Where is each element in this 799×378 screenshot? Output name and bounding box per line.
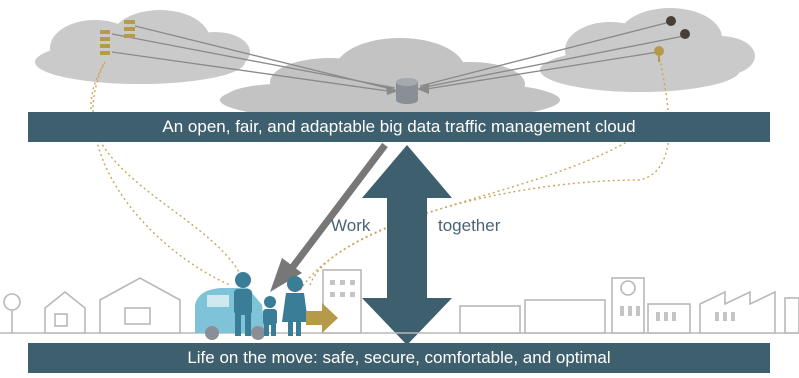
data-flow-dotted-paths xyxy=(90,59,670,291)
link-arrowhead-left xyxy=(386,85,398,95)
city-skyline-icon xyxy=(0,269,799,334)
down-arrow-gray xyxy=(270,142,388,292)
work-label: Work xyxy=(331,216,371,235)
together-label: together xyxy=(438,216,501,235)
work-together-arrow xyxy=(362,145,452,345)
cloud-right xyxy=(540,8,755,92)
cloud-banner-label: An open, fair, and adaptable big data tr… xyxy=(162,117,636,136)
family-icon xyxy=(234,272,308,336)
life-banner-bar xyxy=(28,343,770,373)
database-icon xyxy=(396,78,418,104)
link-arrowhead-right xyxy=(417,83,429,94)
cloud-banner-bar xyxy=(28,112,770,142)
sensor-links xyxy=(111,21,685,93)
sensor-bars-icon xyxy=(100,20,135,55)
building-windows xyxy=(330,280,735,321)
signal-dot-icon xyxy=(654,16,690,62)
life-banner-label: Life on the move: safe, secure, comforta… xyxy=(187,348,611,367)
forward-arrow-icon xyxy=(306,303,338,333)
car-icon xyxy=(195,288,265,340)
cloud-center xyxy=(220,38,560,122)
